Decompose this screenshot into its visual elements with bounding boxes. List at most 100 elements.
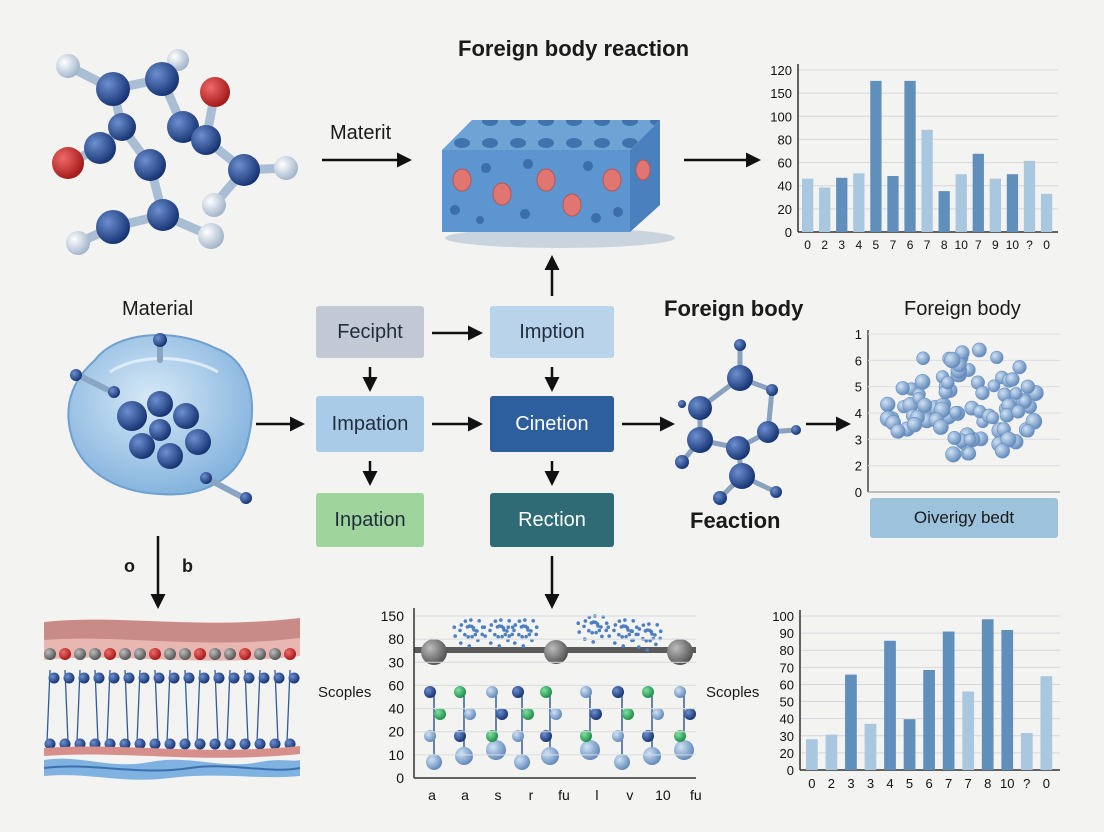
fuzzy-dot	[482, 625, 486, 629]
fuzzy-dot	[497, 644, 501, 648]
fuzzy-dot	[654, 643, 658, 647]
fuzzy-dot	[500, 635, 504, 639]
y-tick-label: 80	[780, 643, 794, 658]
particle	[434, 708, 446, 720]
fuzzy-dot	[513, 641, 517, 645]
scatter-point	[917, 352, 930, 365]
fuzzy-dot	[528, 633, 532, 637]
lipid-head	[180, 739, 191, 750]
fuzzy-dot	[477, 619, 481, 623]
stem-bulb	[541, 747, 559, 765]
fuzzy-dot	[488, 629, 492, 633]
lipid-head	[284, 648, 296, 660]
scatter-point	[1021, 380, 1035, 394]
fuzzy-dot	[483, 634, 487, 638]
lipid-head	[119, 648, 131, 660]
fuzzy-dot	[618, 619, 622, 623]
bar	[990, 179, 1001, 232]
fuzzy-dot	[512, 629, 516, 633]
x-tick-label: l	[595, 787, 598, 803]
bar	[943, 632, 955, 770]
fuzzy-dot	[621, 644, 625, 648]
feaction-label: Feaction	[690, 508, 780, 534]
y-tick-label: 20	[780, 746, 794, 761]
fuzzy-dot	[642, 623, 646, 627]
fuzzy-dot	[496, 635, 500, 639]
foreign-body-mid-label: Foreign body	[664, 296, 803, 322]
y-tick-label: 60	[778, 156, 792, 171]
y-tick-label: 1	[855, 327, 862, 342]
fuzzy-dot	[590, 621, 594, 625]
fuzzy-dot	[470, 635, 474, 639]
lipid-head	[139, 673, 150, 684]
y-tick-label: 40	[388, 701, 404, 717]
lipid-head	[214, 673, 225, 684]
scatter-point	[988, 380, 1000, 392]
x-tick-label: 10	[1006, 238, 1020, 252]
lipid-head	[254, 648, 266, 660]
y-tick-label: 100	[770, 109, 792, 124]
y-tick-label: 10	[388, 747, 404, 763]
fuzzy-dot	[600, 635, 604, 639]
particle	[486, 686, 498, 698]
stem-bulb	[426, 754, 442, 770]
bar	[1001, 630, 1013, 770]
fuzzy-dot	[605, 621, 609, 625]
fuzzy-dot	[507, 619, 511, 623]
y-tick-label: 6	[855, 353, 862, 368]
x-tick-label: 10	[655, 787, 671, 803]
lipid-head	[194, 648, 206, 660]
fuzzy-dot	[458, 629, 462, 633]
inpation-box: Inpation	[316, 493, 424, 547]
lipid-head	[164, 648, 176, 660]
x-tick-label: 6	[925, 776, 932, 791]
y-tick-label: 30	[780, 729, 794, 744]
bar	[806, 739, 818, 770]
fuzzy-dot	[475, 629, 479, 633]
lipid-head	[225, 739, 236, 750]
scoples-left-label: Scoples	[318, 684, 371, 701]
lipid-head	[199, 673, 210, 684]
fuzzy-dot	[474, 633, 478, 637]
material-label: Material	[122, 298, 193, 321]
lipid-head	[49, 673, 60, 684]
y-tick-label: 3	[855, 432, 862, 447]
x-tick-label: 3	[867, 776, 874, 791]
rection-box: Rection	[490, 493, 614, 547]
particle	[424, 686, 436, 698]
lipid-head	[149, 648, 161, 660]
lipid-head	[209, 648, 221, 660]
particle	[522, 708, 534, 720]
particle	[512, 686, 524, 698]
x-tick-label: 2	[828, 776, 835, 791]
x-tick-label: 0	[1043, 238, 1050, 252]
bar	[962, 692, 974, 770]
bar	[956, 174, 967, 232]
bar	[982, 619, 994, 770]
fuzzy-dot	[514, 623, 518, 627]
particle	[580, 686, 592, 698]
x-tick-label: fu	[690, 787, 702, 803]
fuzzy-dot	[452, 625, 456, 629]
fuzzy-dot	[637, 645, 641, 649]
lipid-head	[64, 673, 75, 684]
lipid-head	[244, 673, 255, 684]
x-tick-label: 7	[945, 776, 952, 791]
fuzzy-dot	[620, 635, 624, 639]
lipid-head	[184, 673, 195, 684]
bar	[865, 724, 877, 770]
x-tick-label: ?	[1026, 238, 1033, 252]
x-tick-label: v	[626, 787, 633, 803]
fuzzy-dot	[496, 625, 500, 629]
x-tick-label: 0	[808, 776, 815, 791]
y-tick-label: 0	[396, 770, 404, 786]
scatter-point	[907, 417, 922, 432]
fuzzy-dot	[535, 625, 539, 629]
lipid-head	[134, 648, 146, 660]
y-tick-label: 60	[388, 677, 404, 693]
fuzzy-dot	[464, 619, 468, 623]
bar	[904, 719, 916, 770]
lipid-head	[154, 673, 165, 684]
fuzzy-dot	[517, 633, 521, 637]
lipid-head	[274, 673, 285, 684]
